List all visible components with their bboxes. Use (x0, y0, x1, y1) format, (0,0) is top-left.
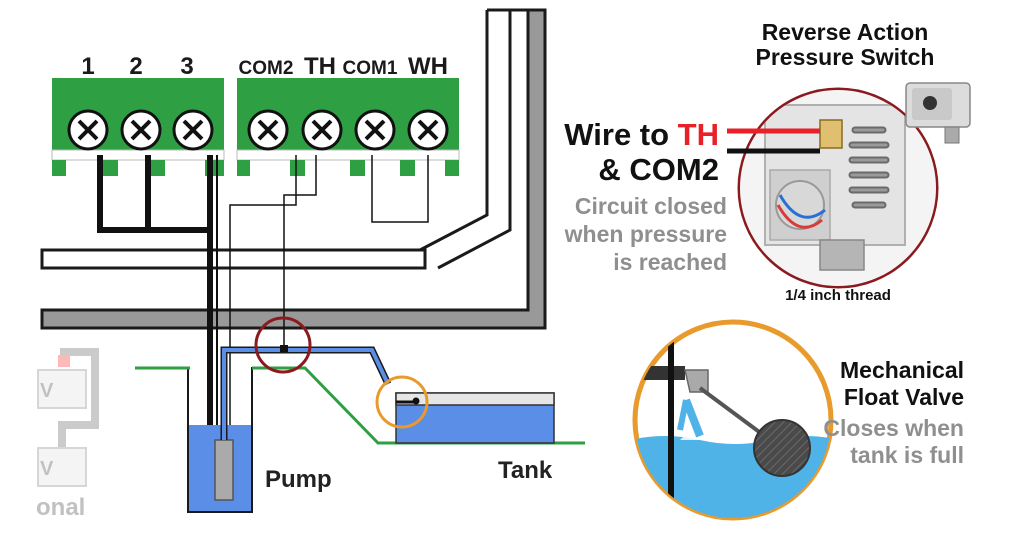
terminal-label-th: TH (304, 53, 336, 80)
terminal-label-zone-2: 2 (129, 53, 142, 80)
terminal-label-zone-3: 3 (180, 53, 193, 80)
side-fragment-label: V (40, 458, 54, 480)
terminal-strip: 1 2 3 COM2 TH COM1 WH (51, 53, 460, 176)
wire-to-com2-label: & COM2 (598, 152, 719, 187)
terminal-label-com1: COM1 (343, 58, 398, 79)
terminal-label-wh: WH (408, 53, 448, 80)
wire-to-target: TH (678, 117, 719, 152)
float-valve-title: Float Valve (844, 384, 964, 410)
terminal-label-zone-1: 1 (81, 53, 94, 80)
thread-note: 1/4 inch thread (785, 287, 891, 304)
screw-icon (301, 109, 343, 151)
float-valve-detail: Mechanical Float Valve Closes when tank … (632, 319, 964, 521)
float-valve-title: Mechanical (840, 357, 964, 383)
pressure-switch-thumbnail (905, 82, 971, 144)
pressure-switch-desc: Circuit closed (575, 193, 727, 219)
pressure-switch-marker (254, 316, 312, 374)
wall-outline (40, 8, 547, 330)
wire-to-prefix: Wire to (564, 117, 677, 152)
screw-icon (247, 109, 289, 151)
screw-icon (172, 109, 214, 151)
side-fragment-label: onal (36, 494, 85, 521)
side-fragment: V V onal (36, 348, 99, 521)
screw-icon (407, 109, 449, 151)
screw-icon (67, 109, 109, 151)
pressure-switch-desc: is reached (613, 249, 727, 275)
side-fragment-label: V (40, 380, 54, 402)
pump-label: Pump (265, 466, 332, 493)
float-valve-desc: tank is full (850, 442, 964, 468)
terminal-label-com2: COM2 (239, 58, 294, 79)
screw-icon (120, 109, 162, 151)
tank-label: Tank (498, 457, 553, 484)
pressure-switch-title: Reverse Action (762, 19, 929, 45)
screw-icon (354, 109, 396, 151)
wire-to-th-label: Wire to TH (564, 117, 719, 152)
float-valve-desc: Closes when (823, 415, 964, 441)
pump (214, 439, 234, 501)
float-ball (753, 419, 811, 477)
pressure-switch-title: Pressure Switch (756, 44, 935, 70)
pressure-switch-photo (740, 90, 936, 286)
pressure-switch-desc: when pressure (564, 221, 727, 247)
controller-wiring (97, 155, 429, 430)
pressure-switch-detail: Reverse Action Pressure Switch Wire to T… (564, 19, 971, 304)
float-valve-marker (375, 375, 429, 429)
well-and-tank: Pump Tank (135, 316, 585, 513)
